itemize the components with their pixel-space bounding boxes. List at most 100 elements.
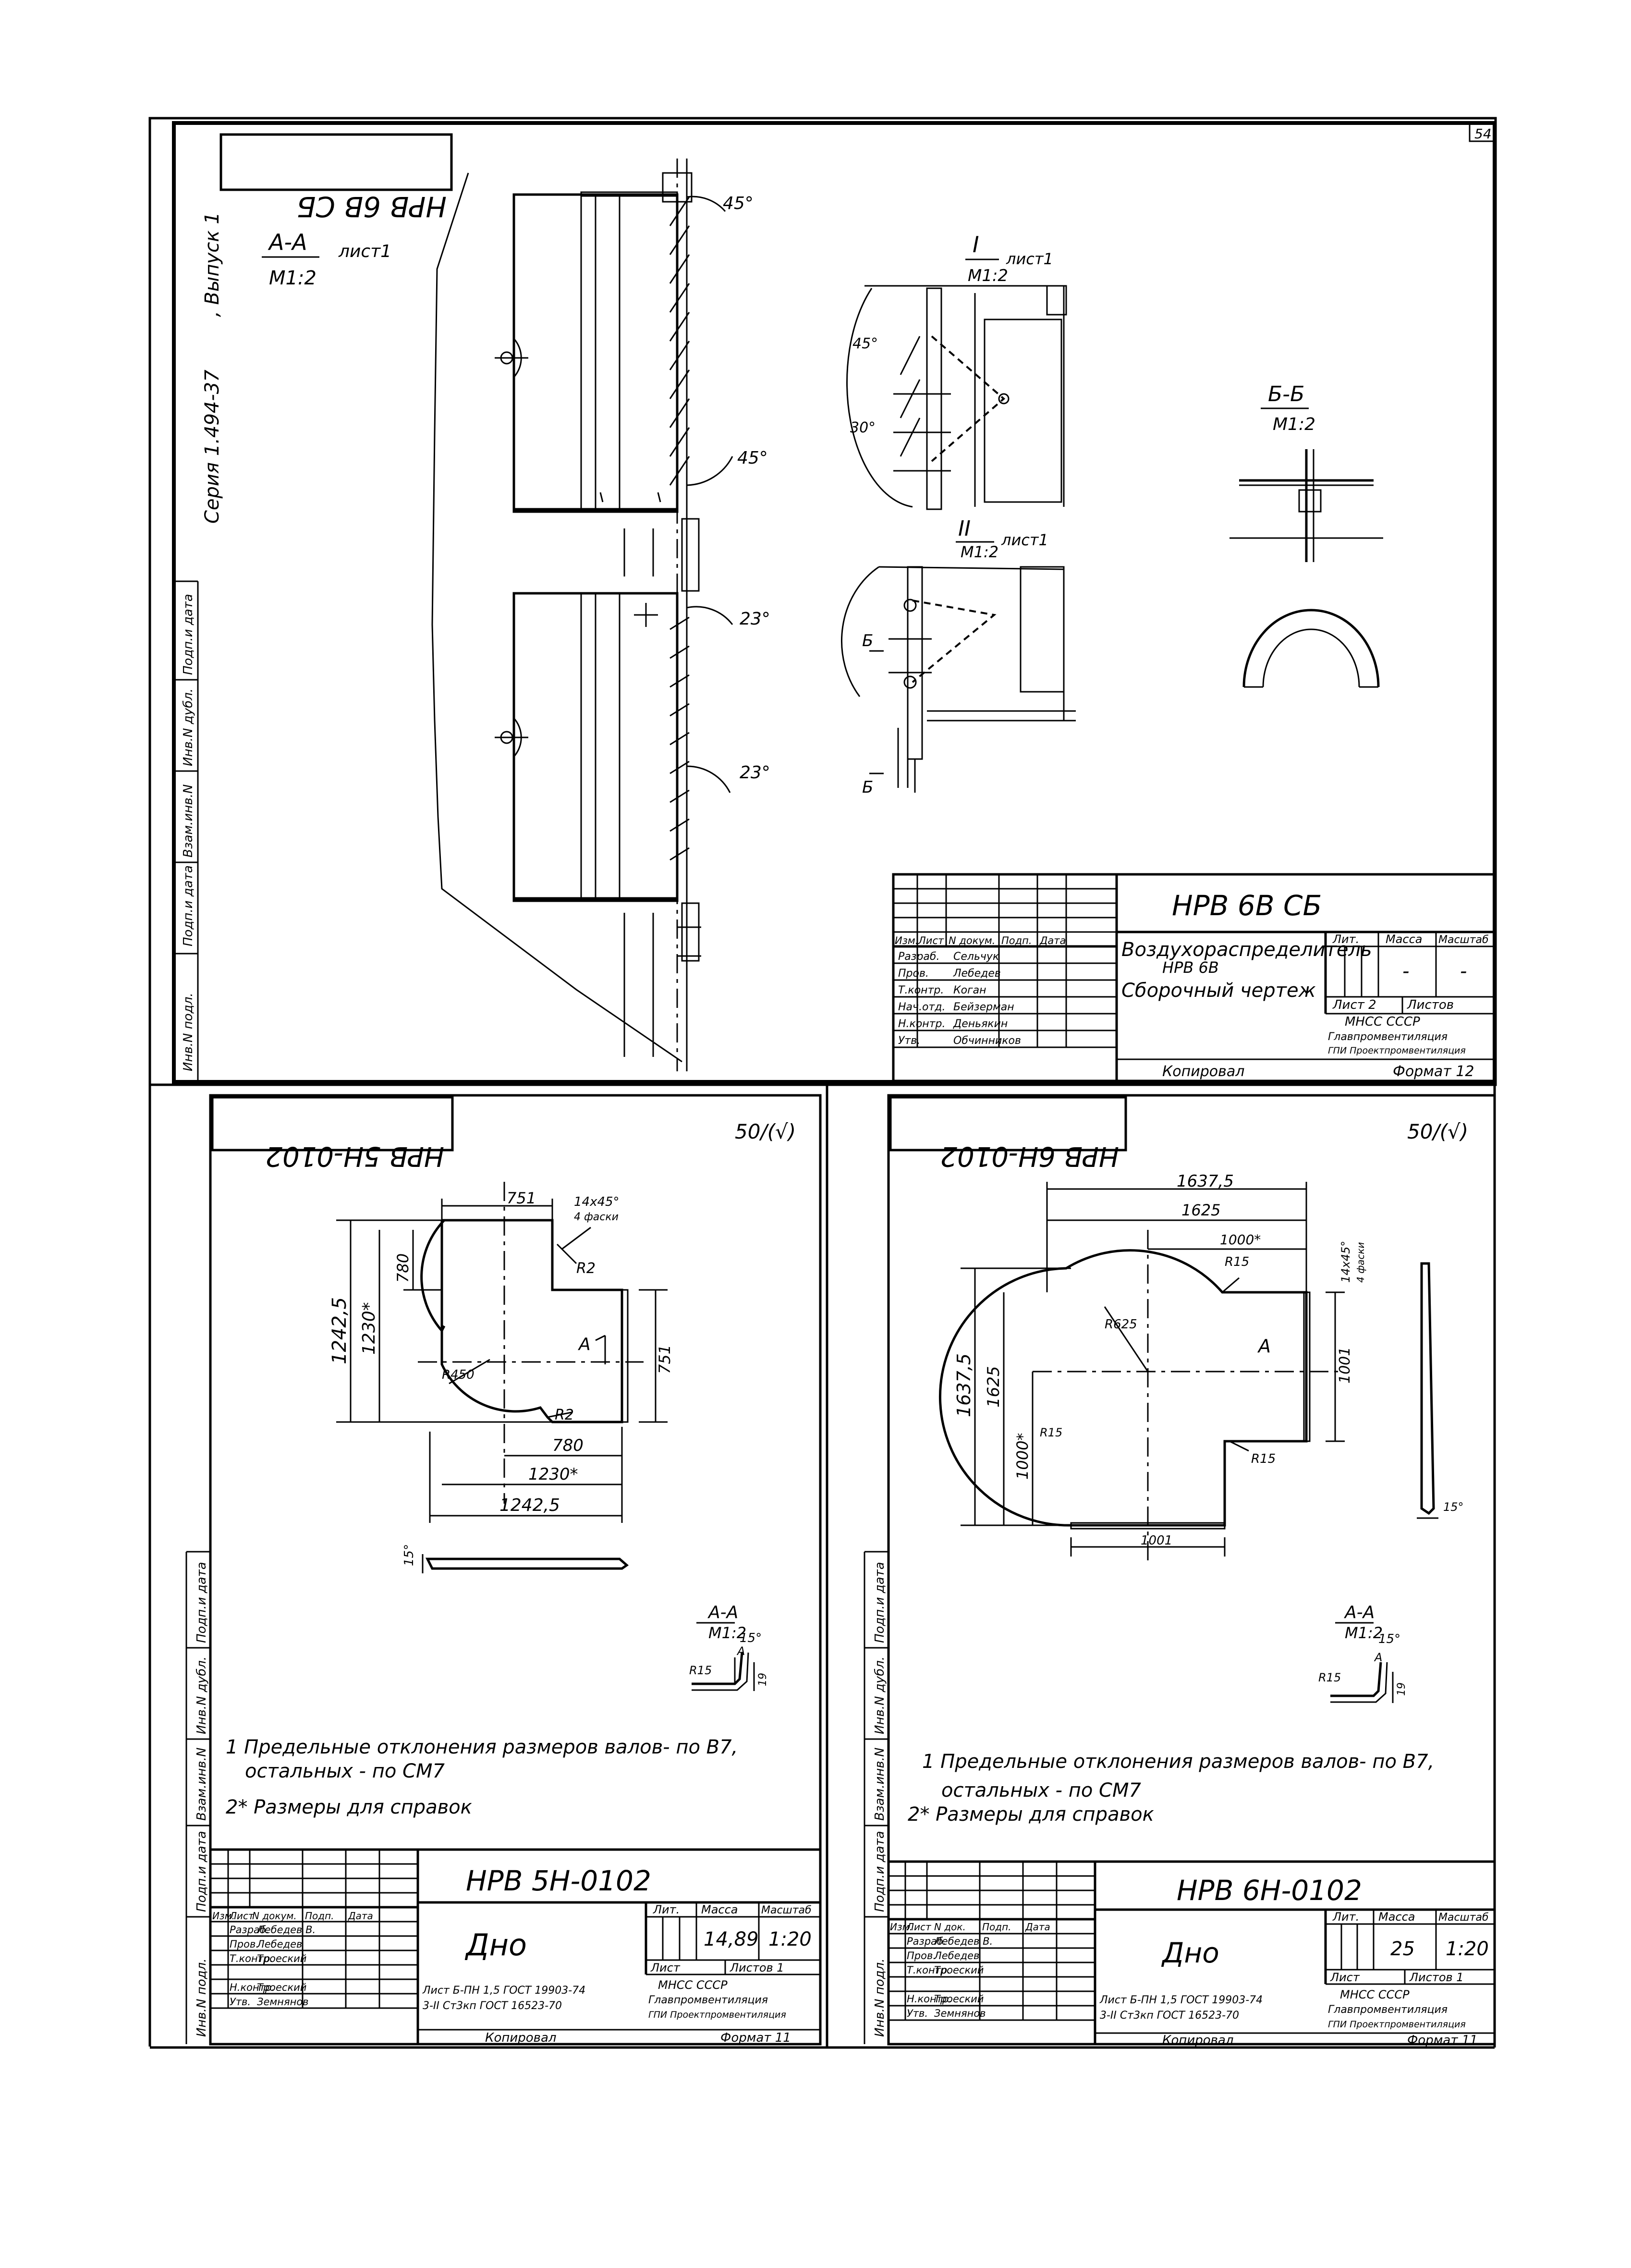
left-mirrored-title-box (211, 1096, 454, 1152)
top-tb-name-1: Воздухораспределитель (1121, 939, 1372, 961)
section-bb-label: Б-Б (1268, 382, 1304, 406)
left-chamfer: 14х45° (574, 1195, 620, 1209)
left-tb-col-podp: Подп. (305, 1910, 334, 1922)
right-part-drawing (939, 1182, 1438, 1566)
right-tb-lit: Лит. (1332, 1910, 1359, 1924)
top-tb-lit: Лит. (1332, 932, 1359, 946)
angle-23-top: 23° (740, 609, 770, 629)
top-tb-role-5: Утв. (898, 1035, 920, 1047)
right-tb-col-data: Дата (1025, 1921, 1050, 1933)
right-tb-org-2: Главпромвентиляция (1328, 2004, 1448, 2016)
view-ii-drawing (841, 566, 1076, 793)
left-tb-designation: НРВ 5Н-0102 (466, 1864, 651, 1897)
right-stamp-podp-2: Подп.и дата (873, 1562, 887, 1643)
top-tb-role-1: Пров. (898, 968, 929, 980)
section-bb-scale: М1:2 (1273, 415, 1315, 434)
left-dim-r2-top: R2 (576, 1260, 596, 1277)
top-tb-col-data: Дата (1039, 935, 1066, 946)
left-part-drawing (336, 1182, 668, 1573)
right-tb-role-0: Разраб. (907, 1936, 947, 1947)
top-tb-name-5r: Обчинников (953, 1035, 1021, 1047)
top-tb-col-ndok: N докум. (949, 935, 995, 946)
right-dim-1637-v: 1637,5 (953, 1353, 974, 1417)
left-sec-aa-scale: М1:2 (708, 1624, 746, 1642)
right-dim-1000-v: 1000* (1013, 1433, 1032, 1480)
right-stamp-podp-1: Подп.и дата (873, 1831, 887, 1912)
left-note-1b: остальных - по СМ7 (245, 1760, 445, 1782)
top-tb-col-list: Лист (918, 935, 944, 946)
right-dim-r15-left: R15 (1040, 1426, 1062, 1439)
left-tb-org-1: МНСС СССР (658, 1978, 728, 1992)
series-label: Серия 1.494-37 (201, 369, 223, 524)
view-i-scale: М1:2 (968, 266, 1008, 285)
left-tb-name-2: Троеский (257, 1953, 306, 1964)
left-dim-1230-h: 1230* (528, 1465, 578, 1484)
right-tb-col-ndok: N док. (934, 1921, 966, 1933)
right-tb-name-4: Земнянов (934, 2008, 986, 2019)
left-note-2: 2* Размеры для справок (226, 1796, 472, 1818)
right-note-1a: 1 Предельные отклонения размеров валов- … (922, 1751, 1434, 1773)
top-tb-name-4r: Деньякин (953, 1018, 1008, 1030)
top-title-block (892, 873, 1496, 1082)
left-tb-copied: Копировал (485, 2031, 557, 2045)
left-tb-mass: Масса (701, 1903, 738, 1916)
aa-section-drawing (431, 159, 733, 1071)
view-ii-label: II (958, 516, 971, 541)
left-sec-a: А (736, 1644, 745, 1658)
top-tb-designation: НРВ 6В СБ (1172, 889, 1322, 922)
left-tb-lit: Лит. (653, 1903, 680, 1916)
left-tb-role-4: Утв. (230, 1996, 251, 2008)
left-section-aa (692, 1622, 755, 1691)
top-tb-col-izm: Изм. (895, 935, 918, 946)
right-note-2: 2* Размеры для справок (908, 1803, 1154, 1826)
left-tb-name: Дно (464, 1927, 527, 1962)
top-tb-name-2r: Коган (953, 984, 986, 996)
top-tb-copied: Копировал (1162, 1063, 1244, 1080)
right-tb-mass: Масса (1378, 1910, 1415, 1924)
right-tb-name-2: Троеский (934, 1964, 984, 1976)
top-tb-name-0: Сельчук (953, 951, 999, 963)
left-tb-material-1: Лист Б-ПН 1,5 ГОСТ 19903-74 (422, 1985, 585, 1997)
left-tb-mass-val: 14,89 (704, 1928, 759, 1950)
left-dim-r450: R450 (442, 1368, 475, 1382)
left-dim-780-v: 780 (394, 1253, 412, 1283)
left-tb-material-2: 3-II Ст3кп ГОСТ 16523-70 (423, 2000, 562, 2012)
left-tb-name-4: Земнянов (257, 1996, 309, 2008)
left-chamfer-note: 4 фаски (574, 1211, 619, 1223)
right-sec-15: 15° (1378, 1632, 1400, 1646)
stamp-inv-dubl: Инв.N дубл. (181, 688, 195, 766)
top-tb-role-2: Т.контр. (898, 984, 944, 996)
view-i-label: I (973, 232, 979, 257)
left-dim-r2-bot: R2 (555, 1407, 574, 1423)
section-bb-drawing (1229, 449, 1383, 688)
view-ii-sheet: лист1 (1001, 531, 1048, 549)
right-dim-r15-top: R15 (1225, 1255, 1249, 1269)
left-tb-role-0: Разраб. (230, 1924, 269, 1936)
left-sec-19: 19 (757, 1673, 769, 1686)
left-tb-col-list: Лист (229, 1910, 255, 1922)
right-tb-name-3: Троеский (934, 1993, 984, 2005)
left-tb-col-izm: Изм. (212, 1910, 235, 1922)
right-dim-a: А (1257, 1336, 1271, 1357)
right-tb-col-podp: Подп. (982, 1921, 1011, 1933)
top-mirrored-title-box: НРВ 6В СБ (219, 133, 453, 223)
right-tb-role-2: Т.контр. (907, 1964, 950, 1976)
left-dim-751: 751 (507, 1189, 536, 1207)
right-mirrored-title-box (889, 1096, 1127, 1152)
left-tb-format: Формат 11 (720, 2031, 791, 2045)
view-i-angle-30: 30° (850, 419, 876, 436)
left-mirrored-title: НРВ 5Н-0102 (265, 1140, 444, 1172)
right-tb-org-1: МНСС СССР (1340, 1988, 1410, 2001)
right-stamp-inv-podl: Инв.N подл. (873, 1958, 887, 2037)
right-stamp-vzam: Взам.инв.N (873, 1748, 887, 1821)
top-tb-scale: Масштаб (1438, 934, 1489, 946)
left-tb-col-ndok: N докум. (252, 1910, 297, 1922)
left-stamp-inv-podl: Инв.N подл. (195, 1958, 209, 2037)
top-tb-role-3: Нач.отд. (898, 1001, 946, 1013)
top-tb-name-2: НРВ 6В (1162, 958, 1219, 977)
left-tb-name-0: Лебедев В. (256, 1924, 316, 1936)
right-tb-role-4: Утв. (907, 2008, 928, 2019)
top-tb-name-3r: Бейзерман (953, 1001, 1014, 1013)
view-i-sheet: лист1 (1006, 250, 1053, 268)
